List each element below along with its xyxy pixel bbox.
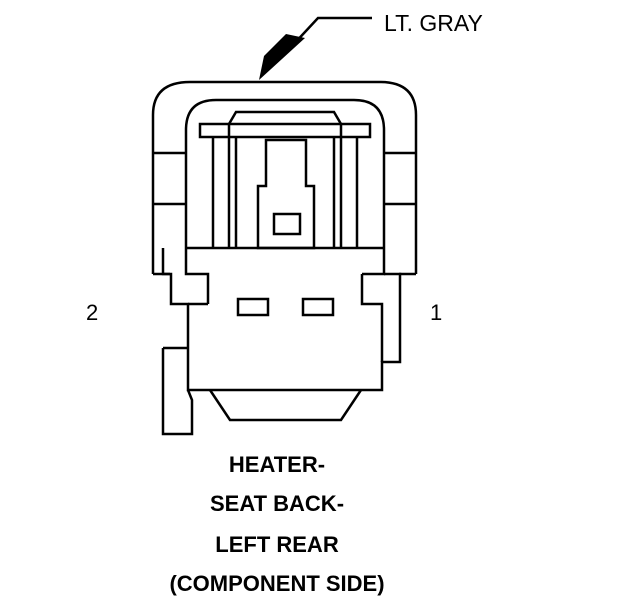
component-title-line-1: HEATER-	[228, 452, 326, 477]
arrow-pointer-icon	[259, 34, 305, 80]
component-title-line-3: LEFT REAR	[215, 532, 339, 557]
side-latch-left	[161, 348, 194, 436]
connector-outer-shell	[151, 80, 418, 274]
terminal-window-1	[301, 297, 335, 317]
wire-color-label: LT. GRAY	[384, 10, 483, 36]
pin-number-right: 1	[430, 300, 443, 325]
connector-lower-body	[161, 248, 402, 392]
component-title-line-4: (COMPONENT SIDE)	[169, 571, 385, 596]
connector-inner-shell	[184, 98, 386, 248]
center-latch-tab	[256, 138, 316, 250]
latch-bar	[198, 122, 372, 139]
terminal-window-2	[236, 297, 270, 317]
connector-bottom-key	[208, 389, 363, 422]
callout-leader-line	[291, 16, 372, 47]
pin-number-left: 2	[86, 300, 99, 325]
component-title-line-2: SEAT BACK-	[209, 491, 345, 516]
